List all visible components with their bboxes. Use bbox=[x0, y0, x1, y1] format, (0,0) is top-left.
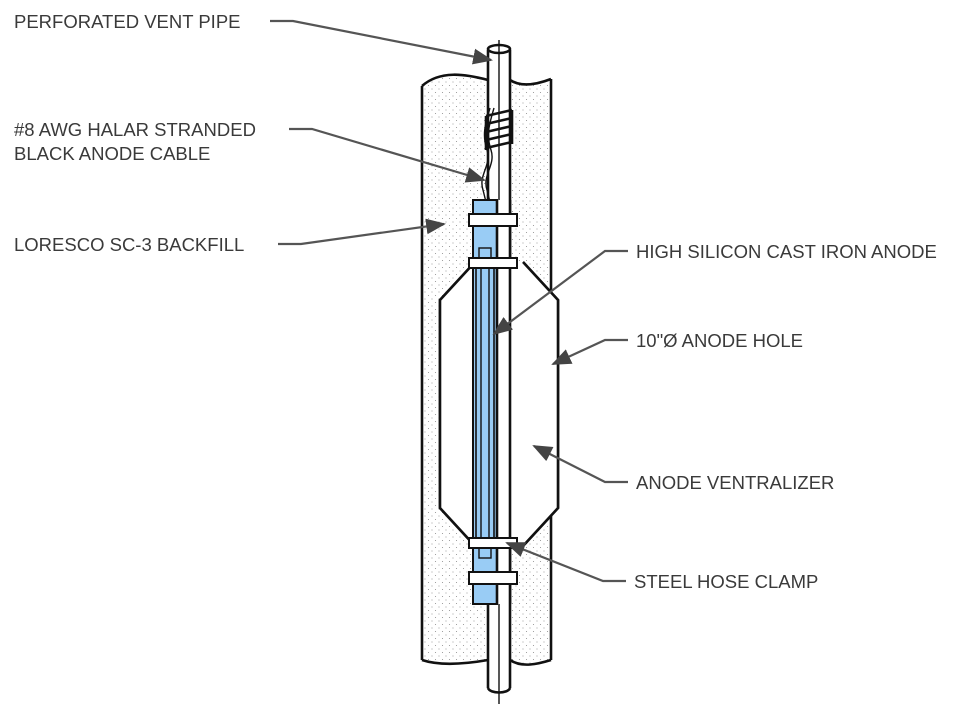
hose-clamp bbox=[468, 571, 518, 585]
hole-bottom-break-left bbox=[421, 658, 489, 666]
labels: PERFORATED VENT PIPE #8 AWG HALAR STRAND… bbox=[14, 11, 937, 592]
label-cable-line2: BLACK ANODE CABLE bbox=[14, 143, 210, 164]
label-backfill: LORESCO SC-3 BACKFILL bbox=[14, 234, 244, 255]
leader-anode bbox=[492, 249, 628, 336]
leader-cable bbox=[289, 127, 486, 183]
leader-backfill bbox=[278, 218, 446, 246]
leader-hole bbox=[551, 338, 628, 365]
leader-clamp bbox=[505, 541, 626, 583]
hose-clamp bbox=[468, 257, 518, 269]
hole-top-break-left bbox=[421, 73, 489, 87]
leader-vent-pipe bbox=[270, 19, 493, 65]
hole-top-break-right bbox=[509, 77, 552, 86]
hose-clamp bbox=[468, 213, 518, 227]
hose-clamps bbox=[468, 213, 518, 585]
label-hole: 10"Ø ANODE HOLE bbox=[636, 330, 803, 351]
label-ventralizer: ANODE VENTRALIZER bbox=[636, 472, 834, 493]
hole-bottom-break-right bbox=[509, 658, 552, 666]
label-cable-line1: #8 AWG HALAR STRANDED bbox=[14, 119, 256, 140]
leader-lines bbox=[270, 19, 628, 583]
label-anode: HIGH SILICON CAST IRON ANODE bbox=[636, 241, 937, 262]
label-vent-pipe: PERFORATED VENT PIPE bbox=[14, 11, 241, 32]
leader-ventralizer bbox=[532, 445, 628, 484]
label-clamp: STEEL HOSE CLAMP bbox=[634, 571, 818, 592]
